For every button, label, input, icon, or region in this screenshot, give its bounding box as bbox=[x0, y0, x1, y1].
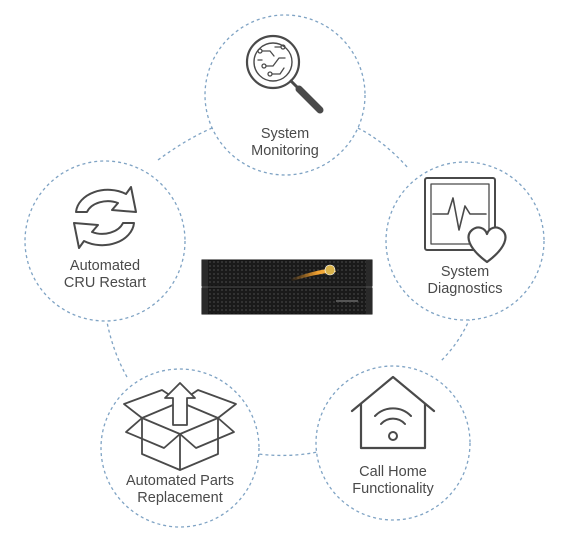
connector-diagnostics-callhome bbox=[439, 317, 471, 363]
label-system-diagnostics: System Diagnostics bbox=[385, 264, 545, 298]
label-line: Automated bbox=[69, 258, 141, 274]
circle-system-monitoring bbox=[204, 14, 366, 176]
circle-automated-cru bbox=[24, 160, 186, 322]
label-line: Replacement bbox=[137, 490, 223, 506]
label-automated-parts: Automated Parts Replacement bbox=[100, 473, 260, 507]
open-box-arrow-icon bbox=[123, 382, 237, 471]
label-system-monitoring: System Monitoring bbox=[205, 126, 365, 160]
label-line: CRU Restart bbox=[63, 275, 147, 291]
brand-badge bbox=[324, 264, 336, 276]
circle-call-home bbox=[315, 365, 471, 521]
connector-parts-cru bbox=[106, 321, 128, 378]
magnifier-circuit-icon bbox=[245, 34, 324, 114]
connector-callhome-parts bbox=[257, 450, 323, 457]
label-line: System bbox=[440, 264, 490, 280]
array-upper-unit bbox=[201, 259, 373, 287]
label-automated-cru: Automated CRU Restart bbox=[25, 258, 185, 292]
house-wifi-icon bbox=[350, 375, 436, 450]
connector-cru-monitoring bbox=[157, 127, 213, 161]
refresh-arrows-icon bbox=[73, 186, 137, 249]
label-line: Monitoring bbox=[251, 143, 319, 159]
connector-monitoring-diagnostics bbox=[357, 127, 409, 169]
label-line: Diagnostics bbox=[427, 281, 503, 297]
label-line: Automated Parts bbox=[126, 473, 234, 489]
connector-arcs bbox=[106, 127, 471, 457]
accent-swoosh bbox=[290, 268, 336, 281]
storage-array-image bbox=[201, 259, 373, 315]
label-line: Call Home bbox=[359, 464, 427, 480]
node-circles bbox=[24, 14, 545, 528]
monitor-heartbeat-icon bbox=[424, 177, 507, 264]
label-line: System bbox=[260, 126, 310, 142]
label-line: Functionality bbox=[352, 481, 434, 497]
label-call-home: Call Home Functionality bbox=[313, 464, 473, 498]
